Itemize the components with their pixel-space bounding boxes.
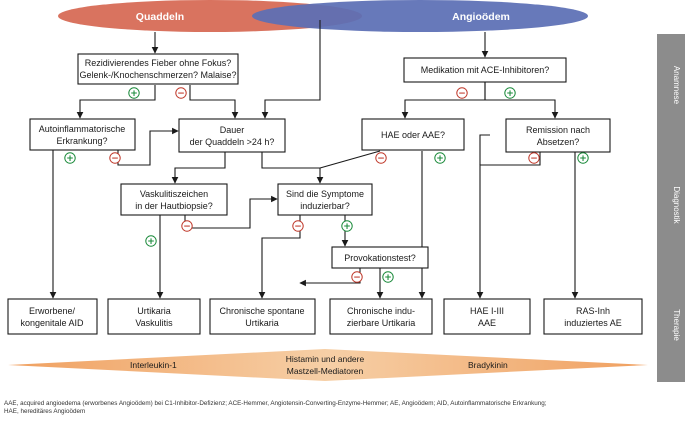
box-duration-line1: Dauer bbox=[220, 125, 245, 135]
sign-plus: + bbox=[434, 152, 446, 164]
box-result-hae: HAE I-III AAE bbox=[443, 298, 531, 335]
box-autoinflam-line2: Erkrankung? bbox=[56, 136, 107, 146]
angioedem-label: Angioödem bbox=[452, 11, 510, 23]
sign-minus-text: − bbox=[183, 222, 191, 232]
sign-plus: + bbox=[64, 152, 76, 164]
sign-minus: − bbox=[181, 220, 193, 232]
box-uv-line2: Vaskulitis bbox=[135, 318, 173, 328]
footnote-line: AAE, acquired angioedema (erworbenes Ang… bbox=[4, 400, 547, 407]
sign-plus: + bbox=[504, 87, 516, 99]
box-remission-line1: Remission nach bbox=[526, 125, 590, 135]
sign-minus: − bbox=[175, 87, 187, 99]
phase-label-anamnese: Anamnese bbox=[672, 66, 681, 105]
mediator-band bbox=[8, 349, 648, 381]
sign-plus: + bbox=[341, 220, 353, 232]
phase-label-therapie: Therapie bbox=[672, 309, 681, 341]
box-result-urtikaria-vaskulitis: Urtikaria Vaskulitis bbox=[107, 298, 201, 335]
sign-minus: − bbox=[292, 220, 304, 232]
box-cindu-line1: Chronische indu- bbox=[347, 306, 415, 316]
box-inducible-line1: Sind die Symptome bbox=[286, 189, 364, 199]
quaddeln-label: Quaddeln bbox=[136, 11, 184, 23]
sign-minus-text: − bbox=[294, 222, 302, 232]
box-fever-line1: Rezidivierendes Fieber ohne Fokus? bbox=[85, 58, 232, 68]
mediator-right-label: Bradykinin bbox=[468, 360, 508, 370]
box-uv-line1: Urtikaria bbox=[137, 306, 171, 316]
box-provocation-line1: Provokationstest? bbox=[344, 253, 416, 263]
box-result-aid: Erworbene/ kongenitale AID bbox=[7, 298, 98, 335]
sign-plus-text: + bbox=[506, 89, 514, 99]
sign-minus-text: − bbox=[177, 89, 185, 99]
sign-minus: − bbox=[375, 152, 387, 164]
box-hae-line2: AAE bbox=[478, 318, 496, 328]
box-ras-line1: RAS-Inh bbox=[576, 306, 610, 316]
box-vasculitis-question: Vaskulitiszeichen in der Hautbiopsie? bbox=[120, 183, 228, 216]
box-result-ras: RAS-Inh induziertes AE bbox=[543, 298, 643, 335]
box-csu-line2: Urtikaria bbox=[245, 318, 279, 328]
sign-plus-text: + bbox=[130, 89, 138, 99]
sign-minus-text: − bbox=[111, 154, 119, 164]
box-aid-line2: kongenitale AID bbox=[20, 318, 84, 328]
footnote-line: HAE, hereditäres Angioödem bbox=[4, 408, 86, 415]
box-csu-line1: Chronische spontane bbox=[219, 306, 304, 316]
box-autoinflam-line1: Autoinflammatorische bbox=[39, 124, 126, 134]
sign-plus-text: + bbox=[384, 273, 392, 283]
box-ras-line2: induziertes AE bbox=[564, 318, 622, 328]
box-duration-line2: der Quaddeln >24 h? bbox=[190, 137, 275, 147]
box-ace-line1: Medikation mit ACE-Inhibitoren? bbox=[421, 65, 550, 75]
box-hae-aae-question: HAE oder AAE? bbox=[361, 118, 465, 151]
sign-minus: − bbox=[109, 152, 121, 164]
sign-plus-text: + bbox=[66, 154, 74, 164]
sign-minus-text: − bbox=[353, 273, 361, 283]
sign-plus: + bbox=[128, 87, 140, 99]
sign-plus-text: + bbox=[579, 154, 587, 164]
box-vasculitis-line1: Vaskulitiszeichen bbox=[140, 189, 208, 199]
box-remission-question: Remission nach Absetzen? bbox=[505, 118, 611, 153]
sign-plus-text: + bbox=[147, 237, 155, 247]
box-result-cindu: Chronische indu- zierbare Urtikaria bbox=[329, 298, 433, 335]
mediator-center-line2: Mastzell-Mediatoren bbox=[287, 366, 364, 376]
box-hae-line1: HAE I-III bbox=[470, 306, 504, 316]
mediator-center-line1: Histamin und andere bbox=[286, 354, 365, 364]
box-inducible-line2: induzierbar? bbox=[300, 201, 350, 211]
sign-plus: + bbox=[382, 271, 394, 283]
box-provocation-question: Provokationstest? bbox=[331, 246, 429, 269]
sign-plus: + bbox=[145, 235, 157, 247]
box-cindu-line2: zierbare Urtikaria bbox=[347, 318, 416, 328]
sign-minus: − bbox=[456, 87, 468, 99]
sign-minus-text: − bbox=[530, 154, 538, 164]
sign-minus: − bbox=[351, 271, 363, 283]
mediator-left-label: Interleukin-1 bbox=[130, 360, 177, 370]
sign-plus-text: + bbox=[436, 154, 444, 164]
sign-minus-text: − bbox=[458, 89, 466, 99]
box-fever-line2: Gelenk-/Knochenschmerzen? Malaise? bbox=[79, 70, 236, 80]
connectors bbox=[49, 20, 579, 299]
box-autoinflam-question: Autoinflammatorische Erkrankung? bbox=[29, 118, 136, 151]
box-duration-question: Dauer der Quaddeln >24 h? bbox=[178, 118, 286, 153]
box-aid-line1: Erworbene/ bbox=[29, 306, 76, 316]
box-vasculitis-line2: in der Hautbiopsie? bbox=[135, 201, 213, 211]
box-ace-question: Medikation mit ACE-Inhibitoren? bbox=[403, 57, 567, 83]
box-hae-aae-line1: HAE oder AAE? bbox=[381, 130, 445, 140]
phase-label-diagnostik: Diagnostik bbox=[672, 186, 681, 224]
sign-minus-text: − bbox=[377, 154, 385, 164]
box-fever-question: Rezidivierendes Fieber ohne Fokus? Gelen… bbox=[77, 53, 239, 85]
box-remission-line2: Absetzen? bbox=[537, 137, 580, 147]
sign-minus: − bbox=[528, 152, 540, 164]
sign-plus-text: + bbox=[343, 222, 351, 232]
phase-sidebar: Anamnese Diagnostik Therapie bbox=[657, 34, 685, 382]
sign-plus: + bbox=[577, 152, 589, 164]
box-result-csu: Chronische spontane Urtikaria bbox=[209, 298, 316, 335]
box-inducible-question: Sind die Symptome induzierbar? bbox=[277, 183, 373, 216]
footnote: AAE, acquired angioedema (erworbenes Ang… bbox=[4, 400, 664, 416]
angioedem-ellipse bbox=[252, 0, 588, 32]
